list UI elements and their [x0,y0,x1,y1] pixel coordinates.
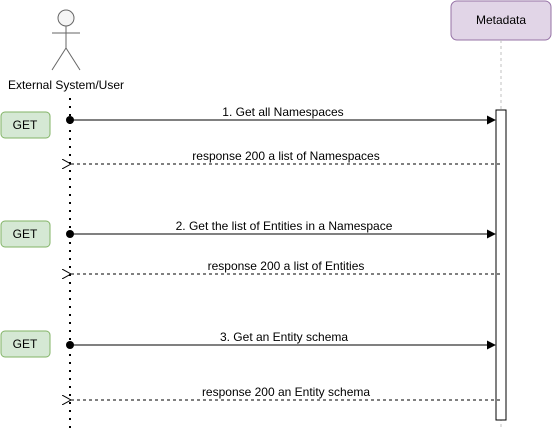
message-1-response: response 200 a list of Namespaces [71,149,500,164]
metadata-participant: Metadata [450,0,552,41]
response-1-label: response 200 a list of Namespaces [192,149,379,163]
message-1-label: 1. Get all Namespaces [222,105,343,119]
external-actor-label: External System/User [8,78,124,92]
get-badge-3: GET [0,330,51,358]
external-actor: External System/User [8,9,124,92]
get-badge-1: GET [0,111,51,139]
response-3-label: response 200 an Entity schema [202,385,370,399]
metadata-label: Metadata [476,13,526,27]
response-2-label: response 200 a list of Entities [208,259,365,273]
get-badge-2: GET [0,220,51,248]
get-badge-3-label: GET [13,337,38,351]
message-1-request: 1. Get all Namespaces [66,105,496,125]
message-2-response: response 200 a list of Entities [71,259,500,274]
message-3-request: 3. Get an Entity schema [66,330,496,350]
message-3-response: response 200 an Entity schema [71,385,500,400]
stick-figure-icon [51,9,81,71]
message-2-request: 2. Get the list of Entities in a Namespa… [66,219,496,239]
get-badge-2-label: GET [13,227,38,241]
metadata-activation-bar [495,109,507,421]
message-2-label: 2. Get the list of Entities in a Namespa… [176,219,393,233]
message-3-label: 3. Get an Entity schema [220,330,348,344]
get-badge-1-label: GET [13,118,38,132]
